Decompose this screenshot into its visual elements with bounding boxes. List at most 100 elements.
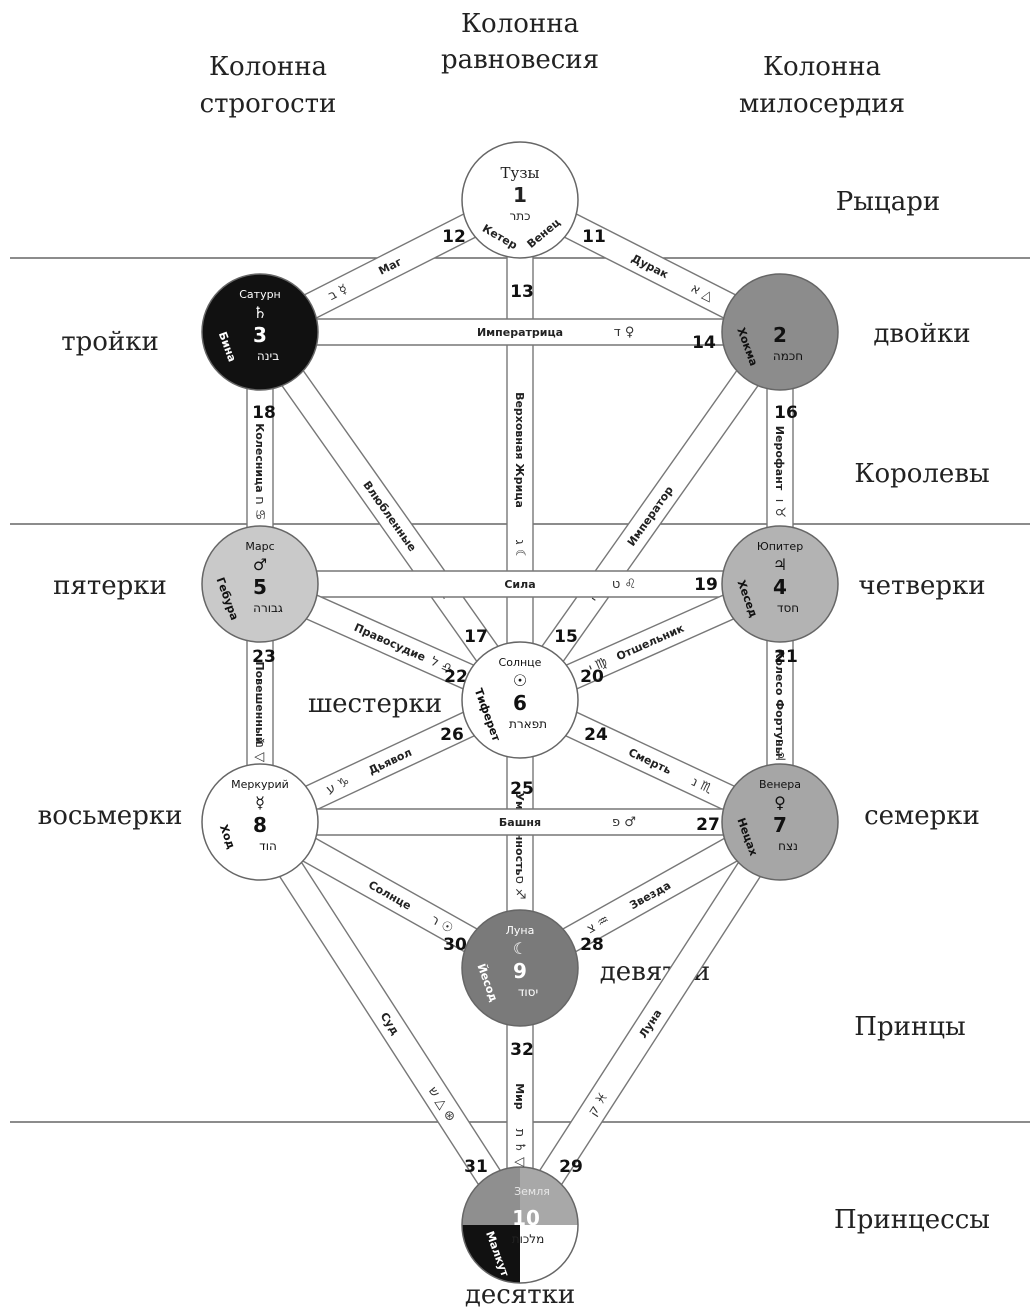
sephira-3-symbol: ♄ xyxy=(253,303,267,322)
path-27-symbols: פ ♂ xyxy=(612,815,636,830)
path-32-symbols: ת ♄ ▽ xyxy=(512,1129,527,1167)
path-31-edge-b xyxy=(270,814,532,1219)
group-fours: четверки xyxy=(858,571,985,601)
path-17-edge-a xyxy=(248,339,510,708)
path-31-edge-a xyxy=(248,828,510,1233)
sephira-4-symbol: ♃ xyxy=(773,555,787,574)
sephira-9-symbol: ☾ xyxy=(513,939,527,958)
group-sixes: шестерки xyxy=(308,689,442,719)
path-31-number: 31 xyxy=(464,1157,488,1177)
path-25-symbols: ס ♐ xyxy=(512,875,527,899)
path-32-ribbon xyxy=(507,968,533,1225)
sephira-5-number: 5 xyxy=(253,575,267,599)
path-16-name: Иерофант xyxy=(773,426,786,491)
sephira-3-top: Сатурн xyxy=(239,288,281,301)
path-29-edge-b xyxy=(530,828,792,1233)
path-21-number: 21 xyxy=(774,647,798,667)
sephira-2-number: 2 xyxy=(773,323,787,347)
sephira-5-symbol: ♂ xyxy=(253,555,267,574)
column-severity-line2: строгости xyxy=(200,89,337,119)
path-17-name: Влюбленные xyxy=(360,479,418,554)
sephira-6-symbol: ☉ xyxy=(513,671,527,690)
sephira-5-hebrew: גבורה xyxy=(253,601,283,615)
column-header-severity: Колонна строгости xyxy=(200,52,337,119)
band-princesses: Принцессы xyxy=(834,1205,990,1235)
path-13-symbols: ג ☾ xyxy=(512,539,527,560)
sephira-5-circle xyxy=(201,525,319,643)
sephira-10-hebrew: מלכות xyxy=(512,1232,544,1246)
sephira-1-number: 1 xyxy=(513,183,527,207)
band-queens: Королевы xyxy=(854,459,989,489)
path-23-number: 23 xyxy=(252,647,276,667)
path-21-symbols: כ ♃ xyxy=(772,739,787,762)
band-princes: Принцы xyxy=(854,1012,965,1042)
path-22-number: 22 xyxy=(444,667,468,687)
column-balance-line2: равновесия xyxy=(441,45,599,75)
group-fives: пятерки xyxy=(53,571,167,601)
path-13-number: 13 xyxy=(510,282,534,302)
path-22-ribbon xyxy=(254,572,526,712)
path-26-ribbon xyxy=(254,688,526,834)
path-16-number: 16 xyxy=(774,403,798,423)
sephira-5-top: Марс xyxy=(245,540,274,553)
path-21-ribbon xyxy=(767,584,793,822)
path-18-ribbon xyxy=(247,332,273,584)
sephira-6-hebrew: תפארת xyxy=(509,717,547,731)
path-19-number: 19 xyxy=(694,575,718,595)
path-11-ribbon xyxy=(514,188,786,344)
path-19-ribbon xyxy=(260,571,780,597)
path-27-ribbon xyxy=(260,809,780,835)
path-28-ribbon xyxy=(513,810,787,980)
path-24-number: 24 xyxy=(584,725,608,745)
sephira-7-circle xyxy=(721,763,839,881)
column-header-mercy: Колонна милосердия xyxy=(739,52,905,119)
sephira-8-circle xyxy=(201,763,319,881)
path-17-ribbon xyxy=(249,324,531,708)
sephira-1-top: Тузы xyxy=(501,164,540,182)
sephira-4-top: Юпитер xyxy=(757,540,803,553)
sephira-10-circle xyxy=(461,1166,579,1284)
path-12-ribbon xyxy=(254,188,526,344)
sephira-9-top: Луна xyxy=(506,924,535,937)
sephira-6-top: Солнце xyxy=(499,656,542,669)
sephira-8-hebrew: הוד xyxy=(259,839,277,853)
path-19-symbols: ט ♌ xyxy=(612,577,636,592)
sephira-7-symbol: ♀ xyxy=(774,793,786,812)
sephira-9-circle xyxy=(461,909,579,1027)
sephira-10-quarters xyxy=(462,1167,578,1283)
sephira-7-top: Венера xyxy=(759,778,801,791)
path-17-edge-b xyxy=(270,324,532,693)
group-tens: десятки xyxy=(465,1280,575,1310)
path-20-ribbon xyxy=(514,572,786,712)
sephira-4-hebrew: חסד xyxy=(777,601,799,615)
group-sevens: семерки xyxy=(864,801,980,831)
path-23-name: Повешенный xyxy=(253,661,266,744)
path-31-ribbon xyxy=(249,814,531,1233)
sephira-8-symbol: ☿ xyxy=(255,793,265,812)
path-27-name: Башня xyxy=(499,816,541,829)
group-threes: тройки xyxy=(61,327,159,357)
sephira-8-number: 8 xyxy=(253,813,267,837)
path-18-number: 18 xyxy=(252,403,276,423)
group-eights: восьмерки xyxy=(38,801,183,831)
path-21-name: Колесо Фортуны xyxy=(773,649,786,756)
path-14-number: 14 xyxy=(692,333,716,353)
sephira-2-hebrew: חכמה xyxy=(773,349,803,363)
